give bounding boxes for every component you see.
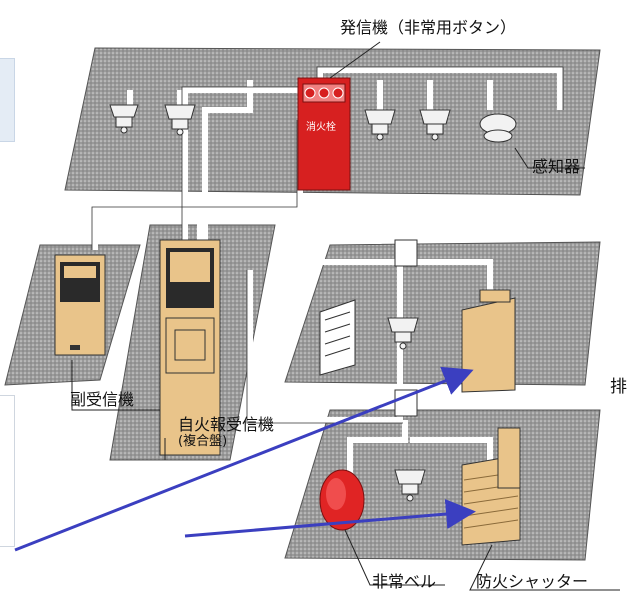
junction-box-bottom	[394, 389, 418, 417]
junction-box-middle	[394, 239, 418, 267]
pointer-arrows	[14, 366, 476, 552]
sub-receiver-cabinet	[54, 254, 106, 356]
side-panel-bottom	[0, 395, 15, 547]
leader-lines	[71, 41, 620, 591]
floor-middle	[284, 241, 601, 386]
detector-icon	[387, 317, 419, 350]
detector-icon	[109, 104, 517, 143]
label-hydrant: 消火栓	[306, 122, 336, 133]
label-main-receiver: 自火報受信機	[178, 415, 275, 434]
label-sub-receiver: 副受信機	[70, 390, 135, 409]
floor-bottom	[284, 409, 601, 561]
main-receiver-cabinet	[159, 239, 221, 456]
detector-icon	[394, 469, 426, 502]
smoke-damper-icon	[319, 299, 356, 376]
label-main-receiver-sub: (複合盤)	[178, 434, 228, 449]
label-shutter: 防火シャッター	[476, 572, 589, 591]
label-bell: 非常ベル	[372, 572, 437, 591]
side-panel-top	[0, 58, 15, 142]
fire-door-icon	[461, 289, 516, 393]
label-detector: 感知器	[532, 157, 581, 176]
hydrant-box	[297, 77, 351, 191]
shutter-icon	[461, 427, 521, 546]
bell-icon	[319, 469, 365, 531]
label-transmitter: 発信機（非常用ボタン）	[340, 18, 517, 37]
label-right-cutoff: 排	[610, 377, 627, 397]
